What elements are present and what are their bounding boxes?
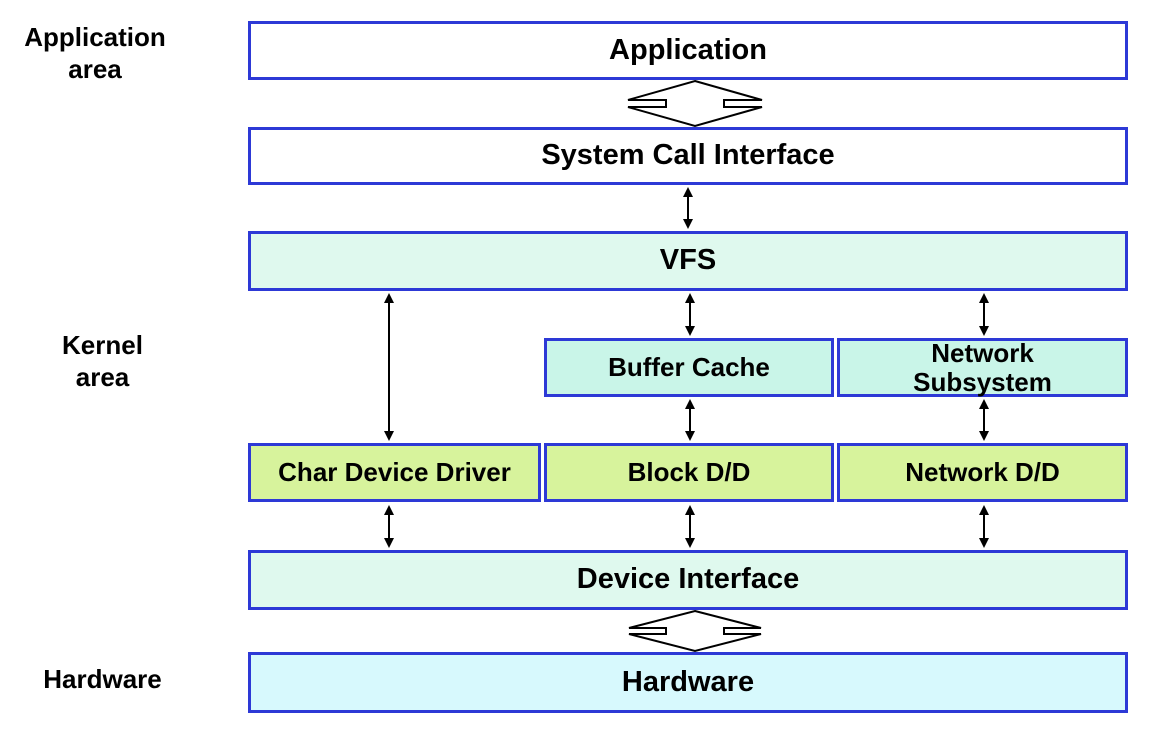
device-interface-box: Device Interface <box>248 550 1128 610</box>
kernel-area-label: Kernel area <box>62 330 143 392</box>
vfs-box: VFS <box>248 231 1128 291</box>
arrow-buffer-cache-block-dd <box>685 399 695 441</box>
arrow-network-subsystem-network-dd <box>979 399 989 441</box>
char-device-driver-box: Char Device Driver <box>248 443 541 502</box>
arrow-network-dd-device-interface <box>979 505 989 548</box>
application-area-label: Application area <box>24 22 166 84</box>
system-call-interface-box: System Call Interface <box>248 127 1128 185</box>
block-device-driver-box: Block D/D <box>544 443 834 502</box>
arrow-sci-vfs <box>683 187 693 229</box>
double-block-arrow-deviceinterface-hardware <box>628 609 762 653</box>
hardware-box: Hardware <box>248 652 1128 713</box>
network-subsystem-box: Network Subsystem <box>837 338 1128 397</box>
arrow-char-device-driver-device-interface <box>384 505 394 548</box>
buffer-cache-box: Buffer Cache <box>544 338 834 397</box>
application-box: Application <box>248 21 1128 80</box>
arrow-vfs-buffer-cache <box>685 293 695 336</box>
arrow-vfs-char-device-driver <box>384 293 394 441</box>
arrow-block-dd-device-interface <box>685 505 695 548</box>
network-device-driver-box: Network D/D <box>837 443 1128 502</box>
arrow-vfs-network-subsystem <box>979 293 989 336</box>
double-block-arrow-application-sci <box>627 79 763 128</box>
hardware-area-label: Hardware <box>43 664 162 694</box>
